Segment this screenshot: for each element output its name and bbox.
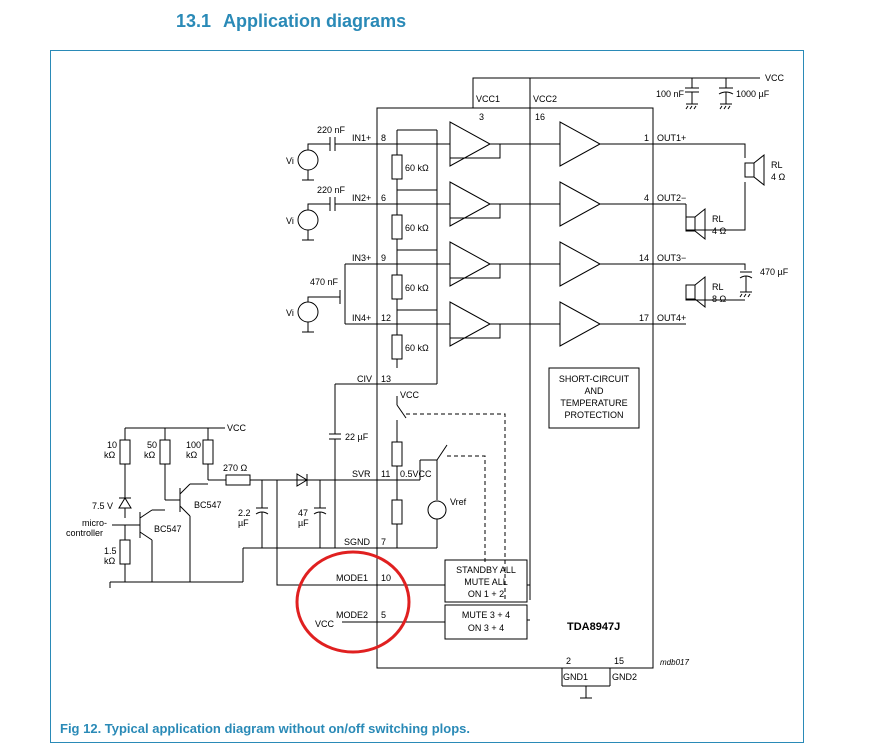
section-title: Application diagrams	[223, 11, 407, 31]
pin-11: 11	[381, 469, 390, 479]
label-r100k-unit: kΩ	[186, 450, 198, 460]
label-c22u: 22 µF	[345, 432, 369, 442]
label-c470n: 470 nF	[310, 277, 339, 287]
label-rl-2-value: 4 Ω	[712, 226, 727, 236]
label-standby-3: ON 1 + 2	[468, 589, 504, 599]
label-60k-3: 60 kΩ	[405, 283, 429, 293]
label-rl-2: RL	[712, 214, 724, 224]
label-c470u: 470 µF	[760, 267, 789, 277]
figure-caption: Fig 12. Typical application diagram with…	[60, 721, 471, 736]
label-mode1: MODE1	[336, 573, 368, 583]
pin-1: 1	[644, 133, 649, 143]
pin-13: 13	[381, 374, 391, 384]
label-in2: IN2+	[352, 193, 371, 203]
pin-16: 16	[535, 112, 545, 122]
label-vi-2: Vi	[286, 216, 294, 226]
label-vref: Vref	[450, 497, 467, 507]
label-in3: IN3+	[352, 253, 371, 263]
label-zener: 7.5 V	[92, 501, 113, 511]
pin-15: 15	[614, 656, 624, 666]
label-r10k: 10	[107, 440, 117, 450]
label-prot-2: AND	[584, 386, 604, 396]
label-civ: CIV	[357, 374, 372, 384]
label-c1000u: 1000 µF	[736, 89, 770, 99]
pin-9: 9	[381, 253, 386, 263]
pin-14: 14	[639, 253, 649, 263]
label-r10k-unit: kΩ	[104, 450, 116, 460]
label-c220n-a: 220 nF	[317, 125, 346, 135]
label-r50k: 50	[147, 440, 157, 450]
pin-8: 8	[381, 133, 386, 143]
label-rl-1-value: 4 Ω	[771, 172, 786, 182]
label-micro-2: controller	[66, 528, 103, 538]
label-r1-5k-unit: kΩ	[104, 556, 116, 566]
label-vi-1: Vi	[286, 156, 294, 166]
label-mode2: MODE2	[336, 610, 368, 620]
label-c220n-b: 220 nF	[317, 185, 346, 195]
label-standby-1: STANDBY ALL	[456, 565, 516, 575]
label-out3: OUT3−	[657, 253, 686, 263]
label-out1: OUT1+	[657, 133, 686, 143]
pin-4: 4	[644, 193, 649, 203]
label-c47u: 47	[298, 508, 308, 518]
ic-body	[376, 107, 654, 669]
label-bc547-a: BC547	[194, 500, 222, 510]
label-gnd1: GND1	[563, 672, 588, 682]
pin-2: 2	[566, 656, 571, 666]
label-prot-4: PROTECTION	[564, 410, 623, 420]
section-number: 13.1	[176, 11, 212, 31]
label-vcc2: VCC2	[533, 94, 557, 104]
label-c2-2u-unit: µF	[238, 518, 249, 528]
label-prot-1: SHORT-CIRCUIT	[559, 374, 630, 384]
label-60k-1: 60 kΩ	[405, 163, 429, 173]
label-vcc-mode2: VCC	[315, 619, 335, 629]
label-r50k-unit: kΩ	[144, 450, 156, 460]
chip-name: TDA8947J	[567, 621, 620, 633]
label-r100k: 100	[186, 440, 201, 450]
label-rl-3: RL	[712, 282, 724, 292]
section-heading: 13.1 Application diagrams	[176, 11, 406, 32]
label-vcc1: VCC1	[476, 94, 500, 104]
label-vcc-ext: VCC	[227, 423, 247, 433]
label-vcc-switch: VCC	[400, 390, 420, 400]
label-mute-2: ON 3 + 4	[468, 623, 504, 633]
pin-3: 3	[479, 112, 484, 122]
drawing-id: mdb017	[660, 658, 689, 667]
label-bc547-b: BC547	[154, 524, 182, 534]
pin-6: 6	[381, 193, 386, 203]
label-c47u-unit: µF	[298, 518, 309, 528]
label-vi-3: Vi	[286, 308, 294, 318]
pin-10: 10	[381, 573, 391, 583]
label-mute-1: MUTE 3 + 4	[462, 610, 510, 620]
label-in4: IN4+	[352, 313, 371, 323]
figure-frame	[50, 50, 804, 743]
label-out4: OUT4+	[657, 313, 686, 323]
label-in1: IN1+	[352, 133, 371, 143]
label-c100n: 100 nF	[656, 89, 685, 99]
label-gnd2: GND2	[612, 672, 637, 682]
label-standby-2: MUTE ALL	[464, 577, 508, 587]
pin-12: 12	[381, 313, 391, 323]
label-60k-2: 60 kΩ	[405, 223, 429, 233]
highlight-circle	[295, 550, 411, 654]
label-half-vcc: 0.5VCC	[400, 469, 432, 479]
label-rl-1: RL	[771, 160, 783, 170]
label-c2-2u: 2.2	[238, 508, 251, 518]
label-micro-1: micro-	[82, 518, 107, 528]
label-svr: SVR	[352, 469, 371, 479]
label-r1-5k: 1.5	[104, 546, 117, 556]
pin-17: 17	[639, 313, 649, 323]
label-r270: 270 Ω	[223, 463, 248, 473]
label-vcc-top: VCC	[765, 73, 785, 83]
label-sgnd: SGND	[344, 537, 371, 547]
label-rl-3-value: 8 Ω	[712, 294, 727, 304]
pin-7: 7	[381, 537, 386, 547]
label-prot-3: TEMPERATURE	[560, 398, 627, 408]
pin-5: 5	[381, 610, 386, 620]
label-60k-4: 60 kΩ	[405, 343, 429, 353]
label-out2: OUT2−	[657, 193, 686, 203]
